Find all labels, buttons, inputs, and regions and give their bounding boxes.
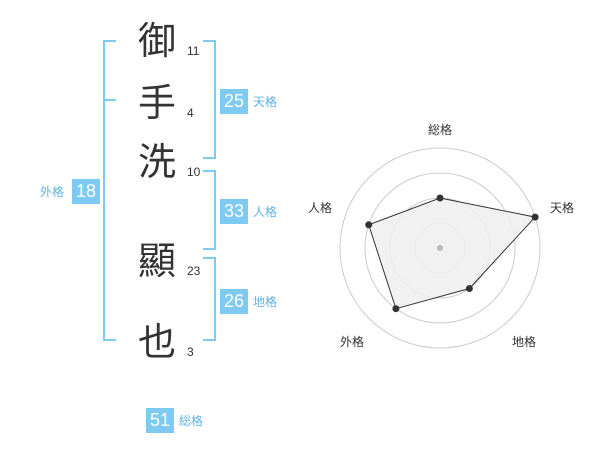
stroke-count-5: 3	[187, 345, 194, 359]
name-char-5: 也	[138, 320, 177, 364]
radar-point-4	[392, 305, 400, 313]
tenkaku-bracket	[203, 40, 216, 159]
radar-point-3	[465, 285, 473, 292]
radar-axis-label-tenkaku: 天格	[550, 201, 575, 215]
gaikaku-badge: 18	[72, 179, 100, 204]
radar-point-5	[365, 221, 373, 229]
stroke-count-2: 4	[187, 106, 194, 120]
chikaku-bracket	[203, 257, 216, 341]
stroke-count-1: 11	[187, 44, 200, 58]
name-char-2: 手	[138, 81, 177, 125]
radar-center-dot	[437, 245, 443, 251]
jinkaku-label: 人格	[253, 205, 278, 219]
name-char-1: 御	[138, 19, 177, 63]
radar-ring-3	[364, 172, 516, 324]
chikaku-label: 地格	[253, 295, 278, 309]
radar-axis-label-gaikaku: 外格	[340, 335, 365, 349]
tenkaku-badge: 25	[220, 89, 248, 114]
radar-ring-4	[339, 147, 541, 349]
radar-point-1	[436, 194, 444, 202]
chikaku-badge: 26	[220, 289, 248, 314]
stroke-count-4: 23	[187, 264, 201, 278]
radar-axis-label-chikaku: 地格	[512, 335, 537, 349]
soukaku-badge: 51	[146, 408, 174, 433]
jinkaku-bracket	[203, 170, 216, 250]
stroke-count-3: 10	[187, 165, 201, 179]
radar-series-polygon	[368, 197, 537, 310]
soukaku-label: 総格	[179, 414, 204, 428]
gaikaku-bracket	[103, 40, 116, 341]
radar-axis-label-jinkaku: 人格	[308, 201, 333, 215]
tenkaku-label: 天格	[253, 95, 278, 109]
gaikaku-label: 外格	[40, 185, 65, 199]
radar-axis-label-soukaku: 総格	[428, 123, 453, 137]
jinkaku-badge: 33	[220, 199, 248, 224]
radar-point-2	[531, 213, 539, 221]
name-char-3: 洗	[138, 140, 177, 184]
name-char-4: 顯	[138, 239, 177, 283]
